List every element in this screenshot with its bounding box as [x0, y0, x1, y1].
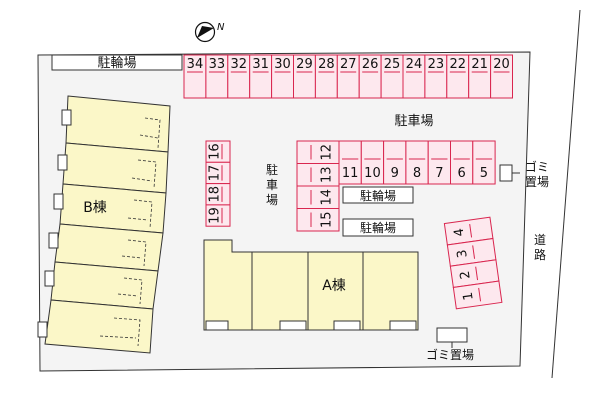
parking-vertical-char-3: 場	[266, 193, 278, 207]
bicycle-parking-mid-2	[342, 218, 414, 237]
parking-label: 駐車場	[394, 114, 433, 129]
parking-vertical-char-2: 車	[266, 178, 278, 192]
bicycle-parking-mid-1	[342, 186, 414, 204]
parking-stall-number: 26	[362, 57, 379, 72]
parking-stall	[490, 54, 514, 99]
parking-stall-number: 8	[413, 166, 421, 181]
parking-stall-number: 28	[318, 57, 335, 72]
parking-stall-number: 18	[208, 186, 223, 203]
parking-stall-number: 20	[493, 57, 510, 72]
parking-column-left: 16 17 18 19	[205, 140, 231, 227]
parking-stall-number: 31	[252, 57, 269, 72]
parking-stall	[296, 208, 340, 232]
bicycle-parking-top	[51, 54, 183, 71]
garbage-area-bottom	[436, 327, 468, 343]
parking-stall-number: 9	[391, 166, 399, 181]
building-b-label: B棟	[83, 200, 107, 216]
road-edge	[551, 9, 581, 379]
parking-stall-number: 21	[471, 57, 488, 72]
compass-north-label: N	[217, 22, 225, 33]
parking-stall-line	[472, 245, 476, 259]
parking-stall-number: 3	[455, 248, 471, 258]
parking-stall	[205, 204, 231, 227]
parking-stall-number: 30	[274, 57, 291, 72]
parking-stall-number: 4	[452, 227, 468, 237]
parking-stall-number: 14	[320, 189, 335, 206]
parking-stall-number: 33	[209, 57, 226, 72]
parking-vertical-label: 駐 車 場	[266, 162, 278, 207]
parking-stall-number: 25	[384, 57, 401, 72]
parking-stall-number: 29	[296, 57, 313, 72]
parking-stall-number: 32	[230, 57, 247, 72]
parking-stall-number: 2	[458, 270, 474, 280]
parking-stall-number: 27	[340, 57, 357, 72]
parking-stall	[452, 280, 503, 310]
parking-stall-number: 17	[208, 165, 223, 182]
parking-stall-number: 19	[208, 207, 223, 224]
garbage-right-label-1: ゴミ	[525, 159, 549, 174]
building-a-label: A棟	[322, 278, 346, 294]
parking-column-mid: 12 13 14 15	[296, 140, 340, 232]
parking-stall-number: 24	[406, 57, 423, 72]
parking-stall-number: 16	[208, 143, 223, 160]
bicycle-parking-mid-2-label: 駐輪場	[360, 220, 396, 235]
parking-stall-number: 22	[449, 57, 466, 72]
parking-stall-line	[478, 287, 482, 302]
bicycle-parking-top-label: 駐輪場	[97, 55, 136, 71]
parking-stall-number: 23	[428, 57, 445, 72]
road-label-1: 道	[534, 233, 546, 247]
parking-stall-number: 13	[320, 166, 335, 183]
parking-stall-number: 15	[320, 211, 335, 228]
garbage-bottom-label: ゴミ置場	[426, 347, 474, 362]
building-b: B棟	[37, 95, 171, 354]
parking-stall-number: 7	[435, 166, 443, 181]
building-a: A棟	[203, 239, 419, 331]
bicycle-parking-mid-1-label: 駐輪場	[360, 188, 396, 203]
garbage-area-right	[499, 164, 513, 182]
road-label-2: 路	[534, 247, 546, 262]
parking-stall	[472, 140, 496, 185]
parking-right-group: 4 3 2 1	[443, 216, 503, 310]
parking-stall-line	[469, 224, 473, 238]
parking-stall-number: 5	[480, 166, 488, 181]
parking-stall-number: 34	[187, 57, 204, 72]
garbage-right-label-2: 置場	[525, 175, 549, 189]
parking-stall-number: 12	[320, 144, 335, 161]
compass-icon: N	[194, 21, 225, 43]
parking-stall-line	[475, 266, 479, 281]
parking-stall-number: 10	[364, 166, 381, 181]
parking-top-row: 34 33 32 31 30 29 28 27 26 25 24 23 22 21 20	[183, 54, 514, 99]
parking-stall-number: 6	[458, 166, 466, 181]
parking-stall-number: 11	[342, 166, 359, 181]
parking-stall-number: 1	[461, 291, 477, 301]
parking-vertical-char-1: 駐	[266, 162, 278, 177]
